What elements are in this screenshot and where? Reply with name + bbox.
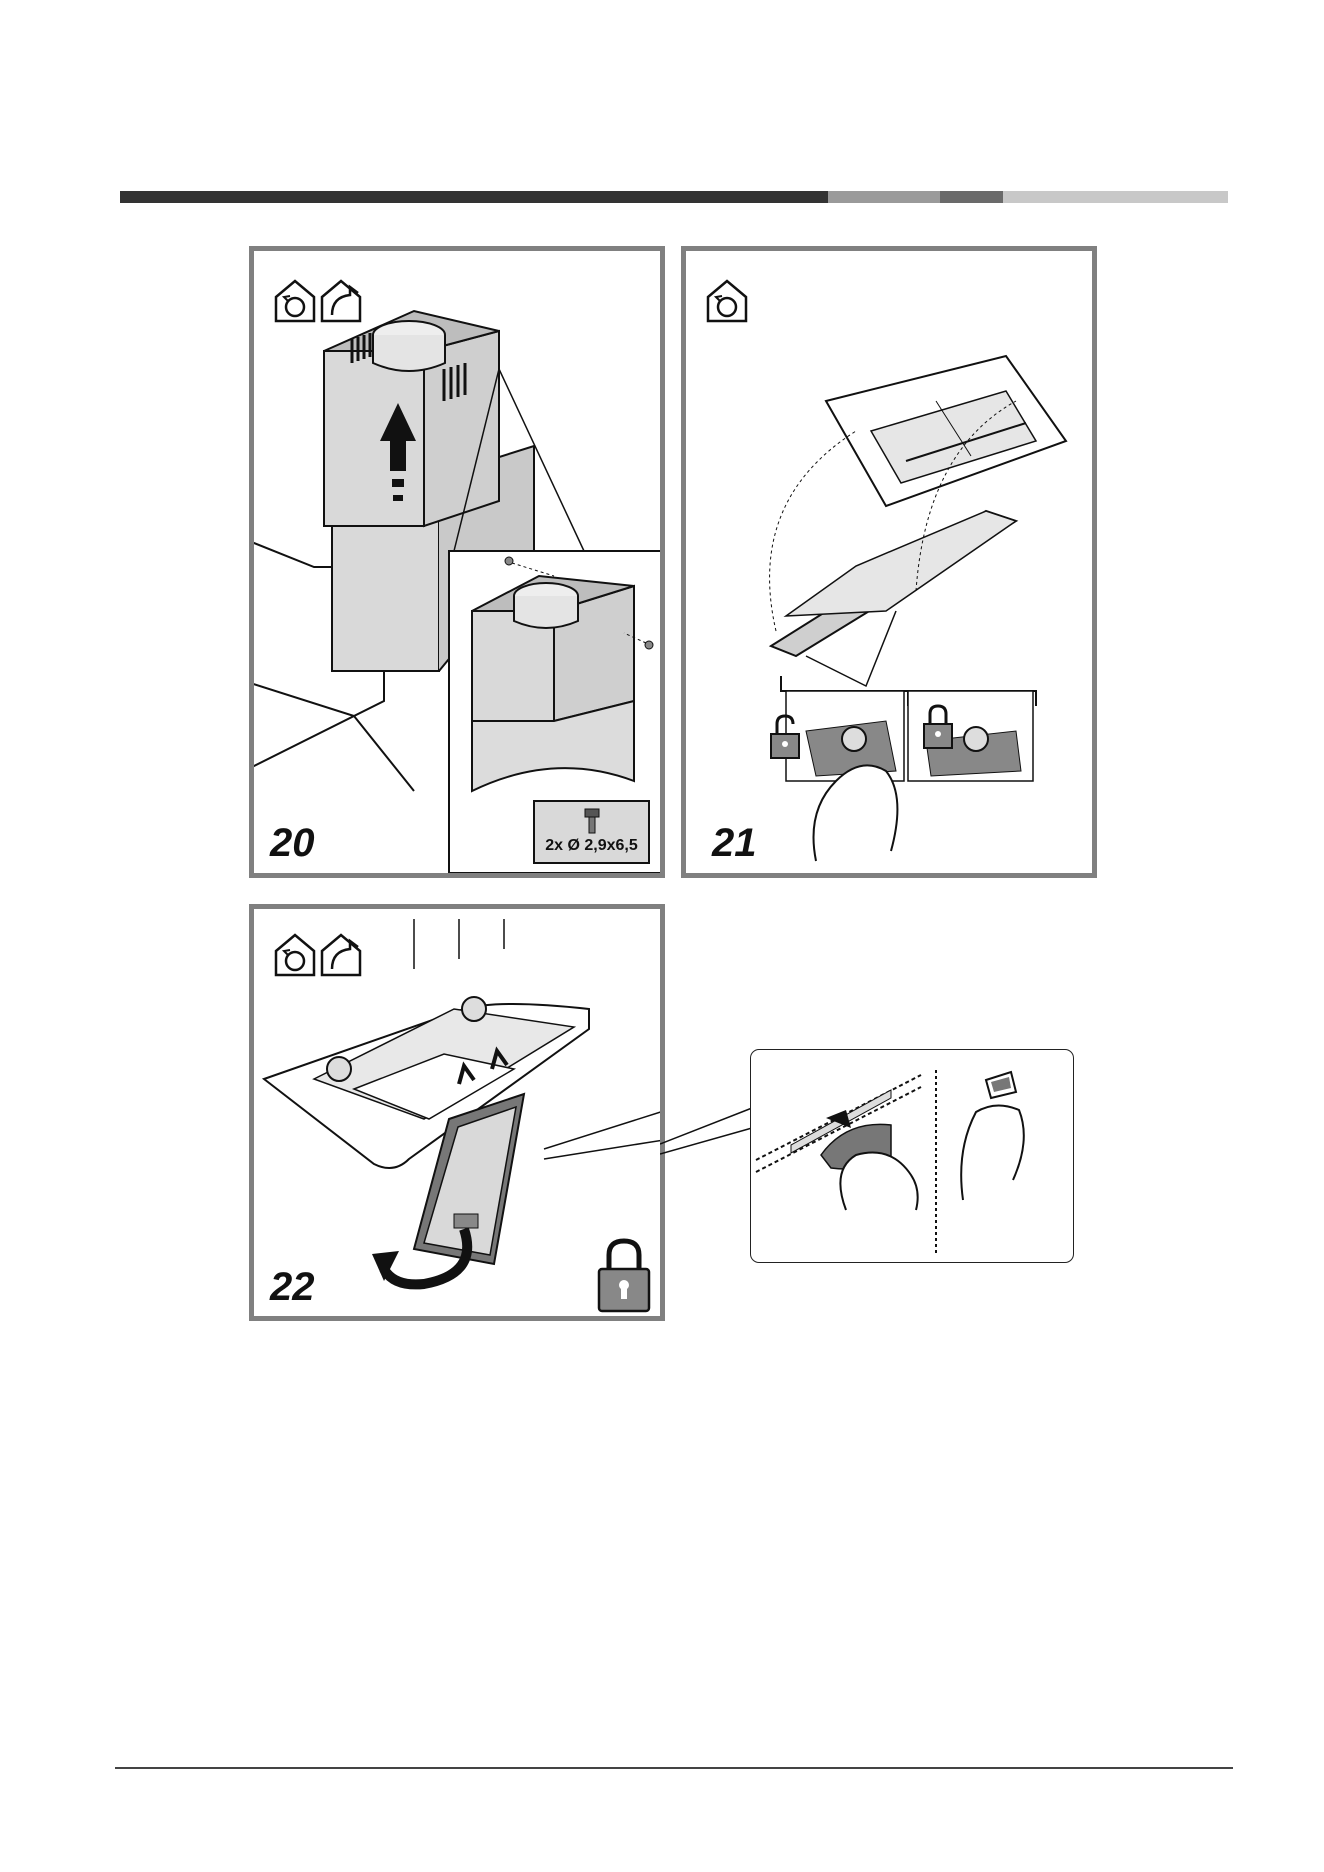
step-number: 20 xyxy=(270,821,315,866)
figure-21-panel: 21 xyxy=(681,246,1097,878)
header-color-bar xyxy=(120,191,1228,203)
filter-detail-drawing xyxy=(751,1050,1073,1262)
figure-20-drawing xyxy=(254,251,665,878)
extraction-icon xyxy=(322,935,360,975)
figure-22-detail-callout xyxy=(750,1049,1074,1263)
figure-21-drawing xyxy=(686,251,1097,878)
hand-illustration xyxy=(840,1153,917,1211)
header-bar-segment xyxy=(120,191,828,203)
figure-20-panel: 20 2x Ø 2,9x6,5 xyxy=(249,246,665,878)
extraction-icon xyxy=(322,281,360,321)
step-number: 22 xyxy=(270,1265,315,1310)
header-bar-segment xyxy=(940,191,1003,203)
recirculation-icon xyxy=(708,281,746,321)
hand-illustration xyxy=(961,1105,1024,1200)
step-number: 21 xyxy=(712,821,757,866)
figure-22-panel: 22 xyxy=(249,904,665,1321)
recirculation-icon xyxy=(276,281,314,321)
header-bar-segment xyxy=(1003,191,1228,203)
locked-padlock-icon xyxy=(599,1241,649,1311)
footer-rule xyxy=(115,1767,1233,1769)
header-bar-segment xyxy=(828,191,940,203)
figure-22-callout-connector xyxy=(660,1100,760,1170)
screw-spec-label: 2x Ø 2,9x6,5 xyxy=(534,837,649,855)
recirculation-icon xyxy=(276,935,314,975)
figure-22-drawing xyxy=(254,909,665,1321)
